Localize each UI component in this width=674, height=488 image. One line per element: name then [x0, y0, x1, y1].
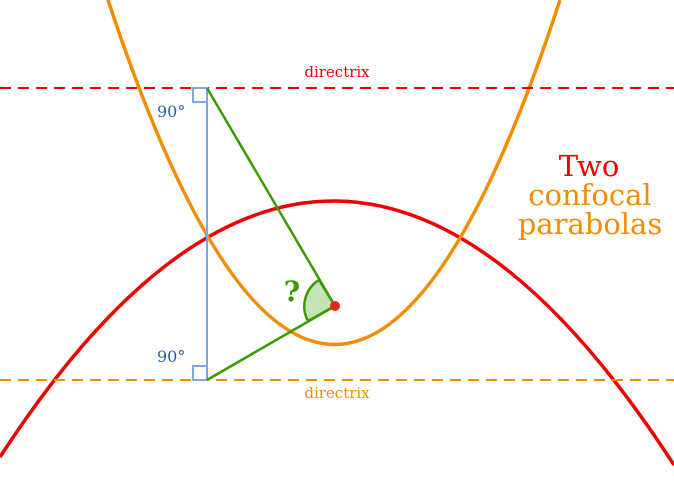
lower-right-angle-marker	[192, 365, 208, 381]
upper-directrix-label: directrix	[304, 63, 370, 81]
title-line-3: parabolas	[518, 207, 662, 241]
unknown-angle-label: ?	[284, 275, 300, 308]
orange-parabola	[106, 0, 562, 347]
focus-to-lower-directrix-line	[206, 304, 336, 382]
lower-right-angle-label: 90°	[157, 347, 185, 366]
focus-point	[330, 301, 340, 311]
title-line-2: confocal	[528, 178, 651, 212]
title-line-1: Two	[559, 149, 620, 183]
lower-directrix-label: directrix	[304, 384, 370, 402]
upper-right-angle-marker	[192, 87, 208, 103]
red-parabola	[0, 199, 674, 466]
angle-wedge	[303, 278, 337, 323]
upper-right-angle-label: 90°	[157, 102, 185, 121]
focus-to-upper-directrix-line	[205, 87, 337, 307]
